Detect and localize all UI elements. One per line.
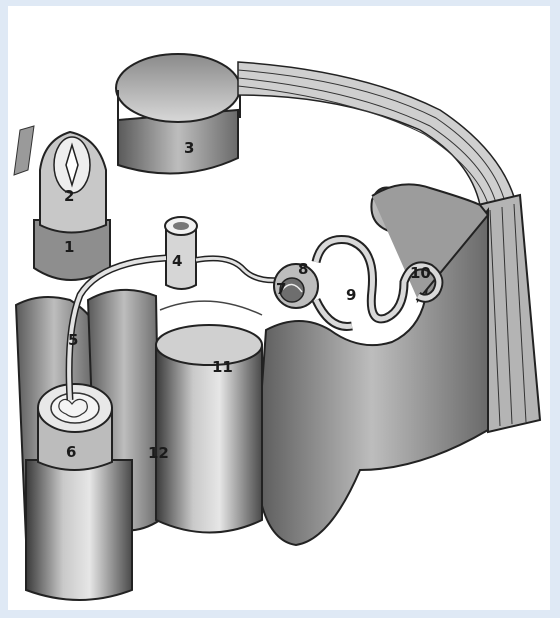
label-8: 8	[298, 260, 308, 278]
label-9: 9	[346, 286, 356, 304]
drum-structure-3	[116, 54, 240, 174]
label-3: 3	[184, 139, 194, 157]
label-1: 1	[64, 238, 74, 256]
left-edge-shading	[14, 126, 34, 175]
follicle-1-2	[34, 132, 110, 280]
label-5: 5	[68, 331, 78, 349]
tube-to-gland	[196, 258, 280, 280]
label-6: 6	[66, 443, 76, 461]
label-10: 10	[410, 264, 431, 282]
label-11: 11	[212, 358, 233, 376]
cylinder-11	[156, 301, 262, 532]
label-2: 2	[64, 187, 74, 205]
label-4: 4	[172, 252, 182, 270]
label-7: 7	[276, 280, 286, 298]
label-12: 12	[148, 444, 169, 462]
fiber-bundle	[238, 62, 515, 205]
